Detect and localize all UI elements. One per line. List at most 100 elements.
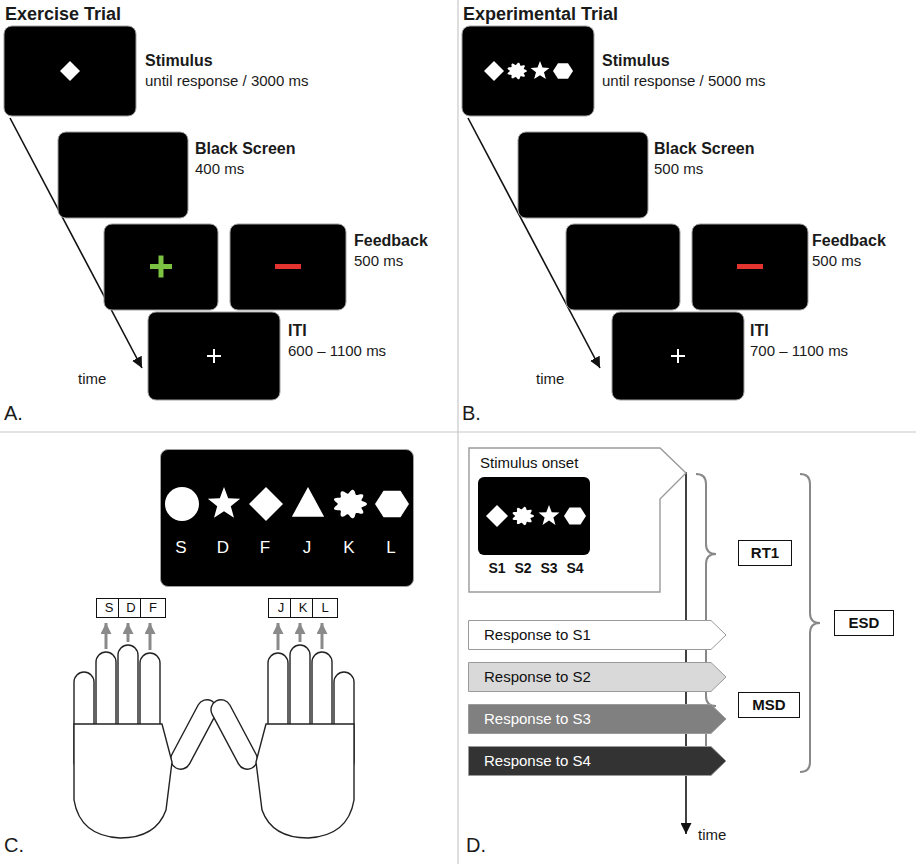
measure-box: MSD bbox=[738, 692, 800, 718]
left-hand bbox=[74, 623, 221, 838]
duration: 600 – 1100 ms bbox=[288, 342, 386, 359]
screen-name: Feedback bbox=[812, 232, 886, 250]
duration: until response / 5000 ms bbox=[602, 72, 765, 89]
cloud-shape bbox=[334, 490, 367, 518]
star-shape bbox=[208, 487, 240, 518]
press-arrow bbox=[105, 623, 108, 649]
response-arrow: Response to S1 bbox=[468, 620, 726, 650]
curly-bracket bbox=[800, 474, 820, 772]
key-letter: S bbox=[175, 538, 186, 558]
hexagon-shape bbox=[564, 507, 586, 524]
stimulus-onset-callout: Stimulus onsetS1 S2 S3 S4 bbox=[468, 447, 686, 593]
plus-feedback bbox=[159, 256, 164, 278]
stimulus-screen: SDFJKL bbox=[160, 449, 414, 587]
arrow-fill bbox=[469, 705, 727, 734]
press-arrow bbox=[149, 623, 152, 650]
minus-feedback bbox=[737, 264, 763, 269]
response-arrow: Response to S4 bbox=[468, 746, 726, 776]
measure-label: ESD bbox=[849, 614, 880, 631]
measure-box: RT1 bbox=[738, 540, 792, 566]
stimulus-index: S4 bbox=[566, 560, 583, 576]
key-letter: J bbox=[278, 601, 285, 616]
stimulus-screen: S1 S2 S3 S4 bbox=[478, 477, 594, 581]
screen bbox=[462, 26, 594, 116]
stimulus-index: S3 bbox=[540, 560, 557, 576]
key-box: F bbox=[140, 598, 166, 618]
diamond-shape bbox=[484, 61, 504, 81]
screen-name: ITI bbox=[288, 322, 307, 340]
duration: 400 ms bbox=[195, 160, 244, 177]
key-letter: F bbox=[149, 601, 157, 616]
diamond-shape bbox=[486, 505, 508, 527]
key-letter: S bbox=[105, 601, 114, 616]
press-arrow bbox=[277, 623, 280, 650]
duration: 500 ms bbox=[654, 160, 703, 177]
panel-letter: B. bbox=[462, 402, 481, 425]
screen bbox=[612, 312, 744, 400]
box-label: Stimulus onset bbox=[480, 454, 578, 471]
screen bbox=[692, 224, 808, 310]
screen bbox=[518, 132, 648, 218]
box-label: Response to S3 bbox=[484, 710, 591, 727]
measure-label: MSD bbox=[752, 696, 785, 713]
callout-shape bbox=[469, 448, 686, 592]
press-arrow bbox=[321, 623, 324, 649]
key-letter: K bbox=[299, 601, 308, 616]
duration: 500 ms bbox=[812, 252, 861, 269]
key-box: L bbox=[312, 598, 338, 618]
fixation-cross bbox=[213, 349, 215, 363]
arrow-fill bbox=[469, 621, 727, 650]
box-label: Response to S4 bbox=[484, 752, 591, 769]
circle-shape bbox=[165, 487, 199, 521]
star-shape bbox=[539, 505, 560, 525]
screen-name: Black Screen bbox=[654, 140, 755, 158]
screen bbox=[148, 312, 280, 400]
key-letter: J bbox=[303, 538, 312, 558]
stimulus-index: S2 bbox=[514, 560, 531, 576]
right-hand bbox=[207, 623, 354, 838]
response-arrow: Response to S3 bbox=[468, 704, 726, 734]
box-label: Response to S2 bbox=[484, 668, 591, 685]
box-label: Response to S1 bbox=[484, 626, 591, 643]
duration: 500 ms bbox=[354, 252, 403, 269]
response-arrow: Response to S2 bbox=[468, 662, 726, 692]
key-letter: D bbox=[217, 538, 229, 558]
shape-row bbox=[161, 450, 415, 588]
measure-label: RT1 bbox=[751, 544, 779, 561]
stimulus-index: S1 bbox=[488, 560, 505, 576]
screen bbox=[230, 224, 346, 310]
panel-divider bbox=[0, 431, 916, 432]
time-label: time bbox=[536, 370, 564, 387]
key-letter: L bbox=[386, 538, 395, 558]
panel-letter: A. bbox=[4, 402, 23, 425]
diamond-shape bbox=[249, 487, 283, 521]
panel-title: Exercise Trial bbox=[5, 4, 121, 25]
screen bbox=[566, 224, 680, 310]
panel-title: Experimental Trial bbox=[463, 4, 618, 25]
screen-name: Stimulus bbox=[145, 52, 213, 70]
screen-name: Stimulus bbox=[602, 52, 670, 70]
panel-letter: D. bbox=[466, 834, 486, 857]
duration: until response / 3000 ms bbox=[145, 72, 308, 89]
time-label: time bbox=[698, 826, 726, 843]
cloud-shape bbox=[513, 507, 534, 525]
press-arrow bbox=[127, 623, 130, 642]
time-axis bbox=[685, 472, 687, 834]
screen bbox=[4, 26, 136, 116]
fixation-cross bbox=[677, 349, 679, 363]
hexagon-shape bbox=[375, 491, 409, 518]
arrow-fill bbox=[469, 663, 727, 692]
cloud-shape bbox=[508, 63, 527, 80]
press-arrow bbox=[299, 623, 302, 642]
palm bbox=[74, 724, 172, 838]
screen bbox=[104, 224, 218, 310]
star-shape bbox=[530, 61, 549, 79]
measure-box: ESD bbox=[834, 610, 894, 636]
screen bbox=[58, 132, 188, 218]
key-letter: L bbox=[321, 601, 328, 616]
panel-letter: C. bbox=[4, 834, 24, 857]
curly-bracket bbox=[696, 474, 716, 634]
arrow-fill bbox=[469, 747, 727, 776]
screen-name: ITI bbox=[750, 322, 769, 340]
key-letter: F bbox=[260, 538, 270, 558]
